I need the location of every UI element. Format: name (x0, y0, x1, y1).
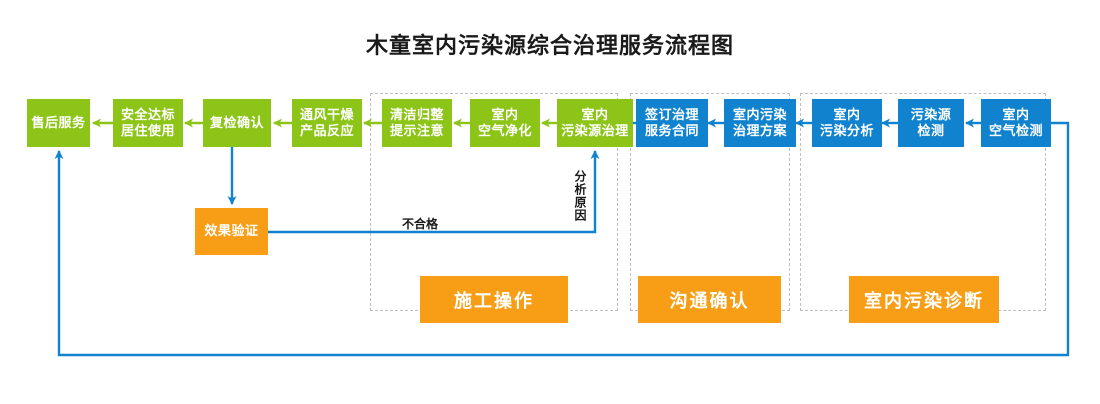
node-indoor-air-purification[interactable]: 室内 空气净化 (470, 99, 540, 147)
group-label-communication-confirmation[interactable]: 沟通确认 (638, 276, 781, 323)
node-effect-verification[interactable]: 效果验证 (195, 208, 268, 255)
node-label: 室内 空气检测 (988, 106, 1043, 138)
node-label: 室内 空气净化 (477, 106, 532, 138)
node-sign-treatment-service-contract[interactable]: 签订治理 服务合同 (636, 99, 708, 147)
page-title: 木童室内污染源综合治理服务流程图 (365, 33, 734, 58)
node-label: 签订治理 服务合同 (644, 106, 699, 138)
edge-label-unqualified: 不合格 (402, 217, 439, 231)
node-label: 效果验证 (204, 223, 259, 239)
group-label-text: 施工操作 (454, 290, 534, 311)
node-indoor-pollution-source-treatment[interactable]: 室内 污染源治理 (557, 99, 633, 147)
node-label: 污染源 检测 (910, 106, 952, 138)
node-ventilation-drying-product-reaction[interactable]: 通风干燥 产品反应 (292, 99, 362, 147)
group-label-text: 沟通确认 (669, 290, 750, 311)
node-label: 清洁归整 提示注意 (389, 106, 444, 138)
node-label: 室内 污染分析 (819, 106, 874, 138)
node-indoor-air-detection[interactable]: 室内 空气检测 (981, 99, 1051, 147)
edge-label-analyze-cause: 分析原因 (573, 170, 587, 222)
node-label: 安全达标 居住使用 (120, 106, 175, 138)
node-after-sales-service[interactable]: 售后服务 (27, 99, 90, 147)
node-indoor-pollution-treatment-plan[interactable]: 室内污染 治理方案 (724, 99, 796, 147)
node-indoor-pollution-analysis[interactable]: 室内 污染分析 (812, 99, 882, 147)
group-label-construction-operation[interactable]: 施工操作 (420, 276, 568, 323)
node-label: 通风干燥 产品反应 (299, 106, 354, 138)
node-label: 室内 污染源治理 (561, 106, 629, 138)
node-label: 复检确认 (209, 114, 264, 130)
node-safe-standard-occupancy[interactable]: 安全达标 居住使用 (113, 99, 183, 147)
node-label: 室内污染 治理方案 (732, 106, 787, 138)
node-recheck-confirm[interactable]: 复检确认 (203, 99, 271, 147)
node-label: 售后服务 (31, 114, 86, 130)
node-pollution-source-detection[interactable]: 污染源 检测 (898, 99, 964, 147)
group-label-indoor-pollution-diagnosis[interactable]: 室内污染诊断 (849, 276, 999, 323)
node-clean-tidy-notice[interactable]: 清洁归整 提示注意 (382, 99, 452, 147)
group-label-text: 室内污染诊断 (864, 290, 984, 311)
